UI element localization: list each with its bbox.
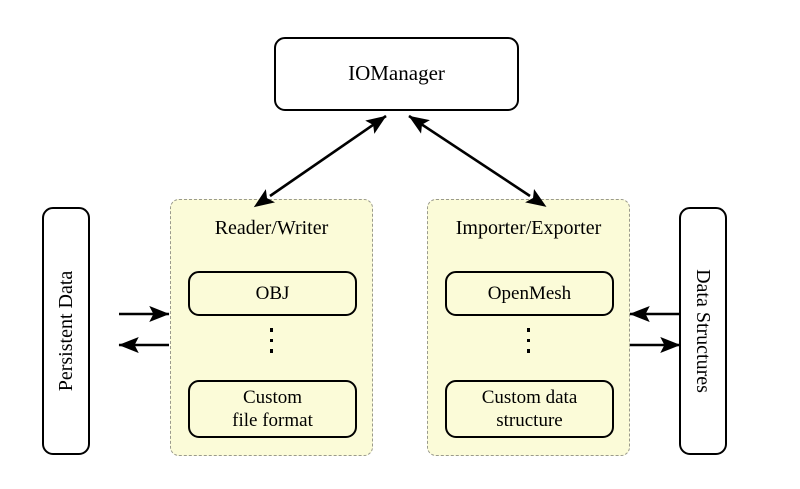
arrow-iomanager-importerexporter <box>408 114 547 207</box>
item-custom-data-structure-line2: structure <box>496 410 563 431</box>
item-openmesh-label: OpenMesh <box>487 282 572 304</box>
data-structures-label: Data Structures <box>692 269 714 393</box>
persistent-data-label: Persistent Data <box>55 270 77 392</box>
node-data-structures: Data Structures <box>679 207 727 455</box>
arrow-iomanager-readerwriter <box>253 114 387 208</box>
reader-writer-ellipsis-icon <box>171 328 372 353</box>
panel-reader-writer-title: Reader/Writer <box>214 217 329 239</box>
importer-exporter-ellipsis-icon <box>428 328 629 353</box>
item-custom-data-structure: Custom data structure <box>445 380 614 438</box>
item-custom-file-format-line2: file format <box>232 410 313 431</box>
node-persistent-data: Persistent Data <box>42 207 90 455</box>
panel-importer-exporter-title: Importer/Exporter <box>455 217 602 239</box>
item-custom-file-format: Custom file format <box>188 380 357 438</box>
item-custom-data-structure-line1: Custom data <box>481 386 578 408</box>
item-obj-label: OBJ <box>255 282 290 304</box>
item-custom-file-format-line1: Custom <box>242 386 303 408</box>
io-manager-label: IOManager <box>348 61 445 86</box>
panel-importer-exporter: Importer/Exporter OpenMesh Custom data s… <box>427 199 630 456</box>
node-io-manager: IOManager <box>274 37 519 111</box>
panel-reader-writer: Reader/Writer OBJ Custom file format <box>170 199 373 456</box>
item-obj: OBJ <box>188 271 357 316</box>
item-openmesh: OpenMesh <box>445 271 614 316</box>
